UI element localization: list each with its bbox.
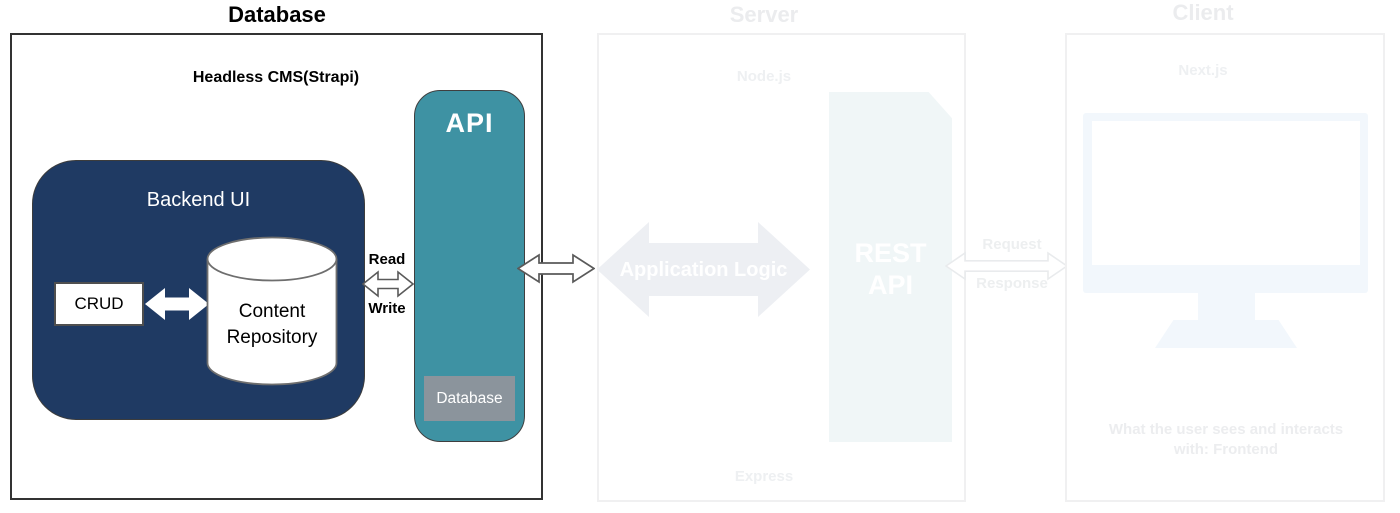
- content-repository-cylinder-icon: [206, 236, 338, 386]
- response-label: Response: [976, 275, 1048, 292]
- monitor-screen: [1092, 121, 1360, 265]
- client-caption: What the user sees and interacts with: F…: [1108, 421, 1344, 458]
- headless-cms-label: Headless CMS(Strapi): [192, 69, 360, 86]
- database-section-title: Database: [228, 2, 326, 27]
- client-section-title: Client: [1172, 0, 1234, 25]
- api-database-badge: Database: [424, 376, 515, 421]
- application-logic-arrow-icon: [597, 222, 810, 317]
- nodejs-label: Node.js: [736, 68, 792, 85]
- nextjs-label: Next.js: [1178, 62, 1228, 79]
- api-server-arrow-icon: [517, 253, 595, 284]
- api-label: API: [445, 108, 494, 138]
- crud-repository-arrow-icon: [145, 288, 209, 320]
- backend-ui-label: Backend UI: [146, 189, 251, 211]
- express-label: Express: [734, 468, 794, 485]
- application-logic-label: Application Logic: [619, 259, 788, 281]
- content-repository-label: Content Repository: [226, 301, 318, 348]
- write-label: Write: [368, 300, 406, 317]
- request-label: Request: [982, 236, 1042, 253]
- read-write-arrow-icon: [362, 270, 414, 298]
- server-section-title: Server: [729, 2, 799, 27]
- read-label: Read: [368, 251, 406, 268]
- rest-api-document: [829, 92, 952, 442]
- monitor-stand-base: [1155, 320, 1297, 348]
- rest-api-label: REST API: [854, 238, 927, 300]
- crud-box: CRUD: [54, 282, 144, 326]
